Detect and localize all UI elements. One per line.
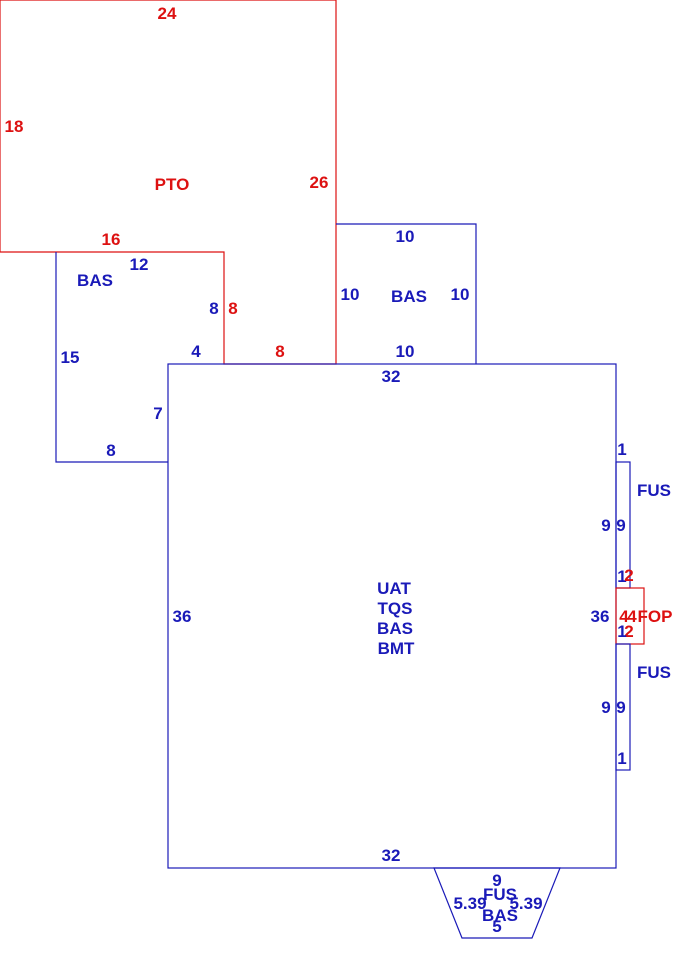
bas-left-left-dim: 15 [61, 348, 80, 367]
bay-left-dim: 5.39 [453, 894, 486, 913]
fus-upper-label: FUS [637, 481, 671, 500]
bas-mid-bottom-dim: 10 [396, 342, 415, 361]
bas-left-bottom-dim: 8 [106, 441, 115, 460]
bas-mid-outline [336, 223, 477, 364]
fop-right-dim: 4 [627, 607, 637, 626]
bay-top-dim: 9 [492, 871, 501, 890]
fop-label: FOP [638, 607, 673, 626]
bas-left-label: BAS [77, 271, 113, 290]
bas-mid-top-dim: 10 [396, 227, 415, 246]
bas-left-right-upper-dim: 8 [209, 299, 218, 318]
bas-mid-left-dim: 10 [341, 285, 360, 304]
bas-left-outline [55, 252, 168, 463]
fop-left-dim: 4 [619, 607, 629, 626]
bas-mid-label: BAS [391, 287, 427, 306]
bas-left-top-dim: 12 [130, 255, 149, 274]
fop-bottom-dim: 2 [624, 622, 633, 641]
bas-left-right-upper-red-dim: 8 [228, 299, 237, 318]
main-label-2: TQS [378, 599, 413, 618]
fus-lower-bottom-dim: 1 [617, 749, 626, 768]
fus-lower-top-dim: 1 [617, 622, 626, 641]
bas-left-right-lower-dim: 7 [153, 404, 162, 423]
bay-right-dim: 5.39 [509, 894, 542, 913]
bay-label-1: FUS [483, 885, 517, 904]
main-label-1: UAT [377, 579, 411, 598]
fus-lower-outline [615, 643, 631, 771]
bay-label-2: BAS [482, 906, 518, 925]
main-top-dim: 32 [382, 367, 401, 386]
fus-upper-left-dim: 9 [601, 516, 610, 535]
fop-top-dim: 2 [624, 566, 633, 585]
pto-label: PTO [155, 175, 190, 194]
bay-bottom-dim: 5 [492, 917, 501, 936]
fus-lower-label: FUS [637, 663, 671, 682]
pto-right-dim: 26 [310, 173, 329, 192]
main-right-dim: 36 [591, 607, 610, 626]
pto-top-dim: 24 [158, 4, 177, 23]
main-bottom-dim: 32 [382, 846, 401, 865]
main-left-dim: 36 [173, 607, 192, 626]
fus-upper-right-dim: 9 [616, 516, 625, 535]
bas-left-step-dim: 4 [191, 342, 201, 361]
main-label-3: BAS [377, 619, 413, 638]
bay-outline [433, 867, 561, 939]
pto-left-dim: 18 [5, 117, 24, 136]
main-label-4: BMT [378, 639, 415, 658]
fus-upper-top-dim: 1 [617, 440, 626, 459]
pto-bottom-dim: 16 [102, 230, 121, 249]
fus-lower-left-dim: 9 [601, 698, 610, 717]
connector-bottom-dim: 8 [275, 342, 284, 361]
fus-upper-bottom-dim: 1 [617, 567, 626, 586]
fus-lower-right-dim: 9 [616, 698, 625, 717]
bas-mid-right-dim: 10 [451, 285, 470, 304]
